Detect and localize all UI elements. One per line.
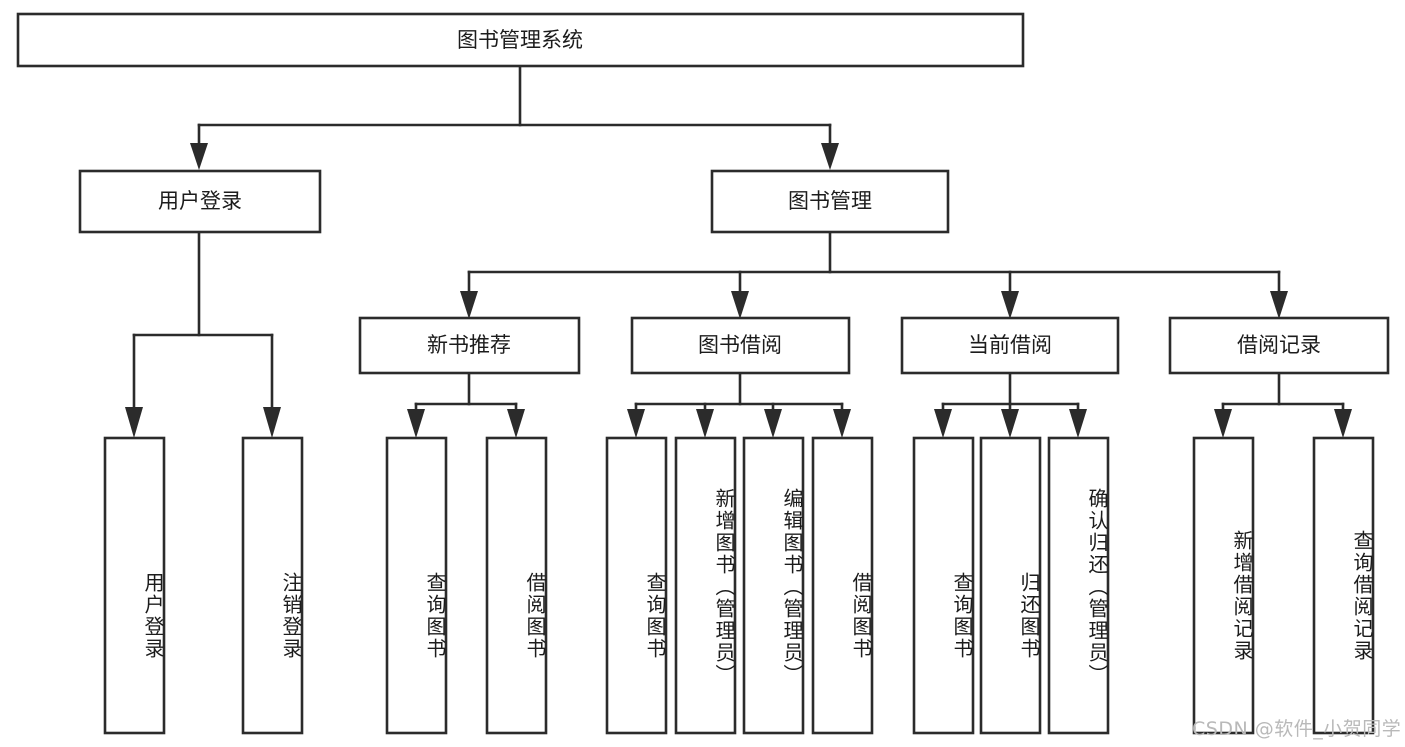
arrow-to-book-management <box>821 143 839 170</box>
arrow-to-leaf-return-book <box>1001 409 1019 438</box>
arrow-to-leaf-add-book <box>696 409 714 438</box>
node-book-management-label: 图书管理 <box>788 189 872 213</box>
node-borrow-record[interactable]: 借阅记录 <box>1168 316 1390 375</box>
node-user-login[interactable]: 用户登录 <box>78 169 322 234</box>
node-leaf-confirm-return-box[interactable] <box>1047 436 1110 735</box>
node-leaf-return-book-box[interactable] <box>979 436 1042 735</box>
arrow-to-leaf-query-book-3 <box>934 409 952 438</box>
arrow-to-user-login <box>190 143 208 170</box>
node-root[interactable]: 图书管理系统 <box>16 12 1025 68</box>
arrow-to-leaf-add-record <box>1214 409 1232 438</box>
node-leaf-query-book-2-box[interactable] <box>605 436 668 735</box>
node-leaf-query-book-1-box[interactable] <box>385 436 448 735</box>
node-leaf-add-record-box[interactable] <box>1192 436 1255 735</box>
node-current-borrow-box[interactable] <box>900 316 1120 375</box>
node-user-login-label: 用户登录 <box>158 189 242 213</box>
arrow-to-leaf-borrow-book-2 <box>833 409 851 438</box>
node-user-login-box[interactable] <box>78 169 322 234</box>
arrow-to-current-borrow <box>1001 291 1019 319</box>
node-borrow-record-box[interactable] <box>1168 316 1390 375</box>
node-new-book-recommend-box[interactable] <box>358 316 581 375</box>
node-current-borrow[interactable]: 当前借阅 <box>900 316 1120 375</box>
node-new-book-recommend[interactable]: 新书推荐 <box>358 316 581 375</box>
node-leaf-edit-book-box[interactable] <box>742 436 805 735</box>
node-leaf-logout-login-box[interactable] <box>241 436 304 735</box>
node-new-book-recommend-label: 新书推荐 <box>427 333 511 357</box>
node-leaf-add-book-box[interactable] <box>674 436 737 735</box>
node-leaf-borrow-book-2-box[interactable] <box>811 436 874 735</box>
node-root-box[interactable] <box>16 12 1025 68</box>
arrow-to-leaf-query-book-1 <box>407 409 425 438</box>
arrow-to-leaf-user-login <box>125 407 143 438</box>
node-root-label: 图书管理系统 <box>457 28 583 52</box>
node-book-management-box[interactable] <box>710 169 950 234</box>
node-borrow-record-label: 借阅记录 <box>1237 333 1321 357</box>
arrow-to-leaf-edit-book <box>764 409 782 438</box>
arrow-to-new-book-recommend <box>460 291 478 319</box>
node-leaf-query-book-3-box[interactable] <box>912 436 975 735</box>
arrow-to-leaf-query-record <box>1334 409 1352 438</box>
node-leaf-user-login-box[interactable] <box>103 436 166 735</box>
node-book-borrow[interactable]: 图书借阅 <box>630 316 851 375</box>
arrow-to-leaf-borrow-book-1 <box>507 409 525 438</box>
arrow-to-leaf-query-book-2 <box>627 409 645 438</box>
arrow-to-leaf-logout-login <box>263 407 281 438</box>
csdn-watermark: CSDN @软件_小贺同学 <box>1192 718 1402 740</box>
node-leaf-borrow-book-1-box[interactable] <box>485 436 548 735</box>
node-leaf-query-record-box[interactable] <box>1312 436 1375 735</box>
connector-layer <box>125 64 1352 438</box>
arrow-to-borrow-record <box>1270 291 1288 319</box>
node-current-borrow-label: 当前借阅 <box>968 333 1052 357</box>
arrow-to-book-borrow <box>731 291 749 319</box>
node-book-borrow-label: 图书借阅 <box>698 333 782 357</box>
node-book-borrow-box[interactable] <box>630 316 851 375</box>
node-book-management[interactable]: 图书管理 <box>710 169 950 234</box>
node-layer: 图书管理系统 用户登录 图书管理 新书推荐 图书借阅 当前 <box>16 12 1390 735</box>
arrow-to-leaf-confirm-return <box>1069 409 1087 438</box>
